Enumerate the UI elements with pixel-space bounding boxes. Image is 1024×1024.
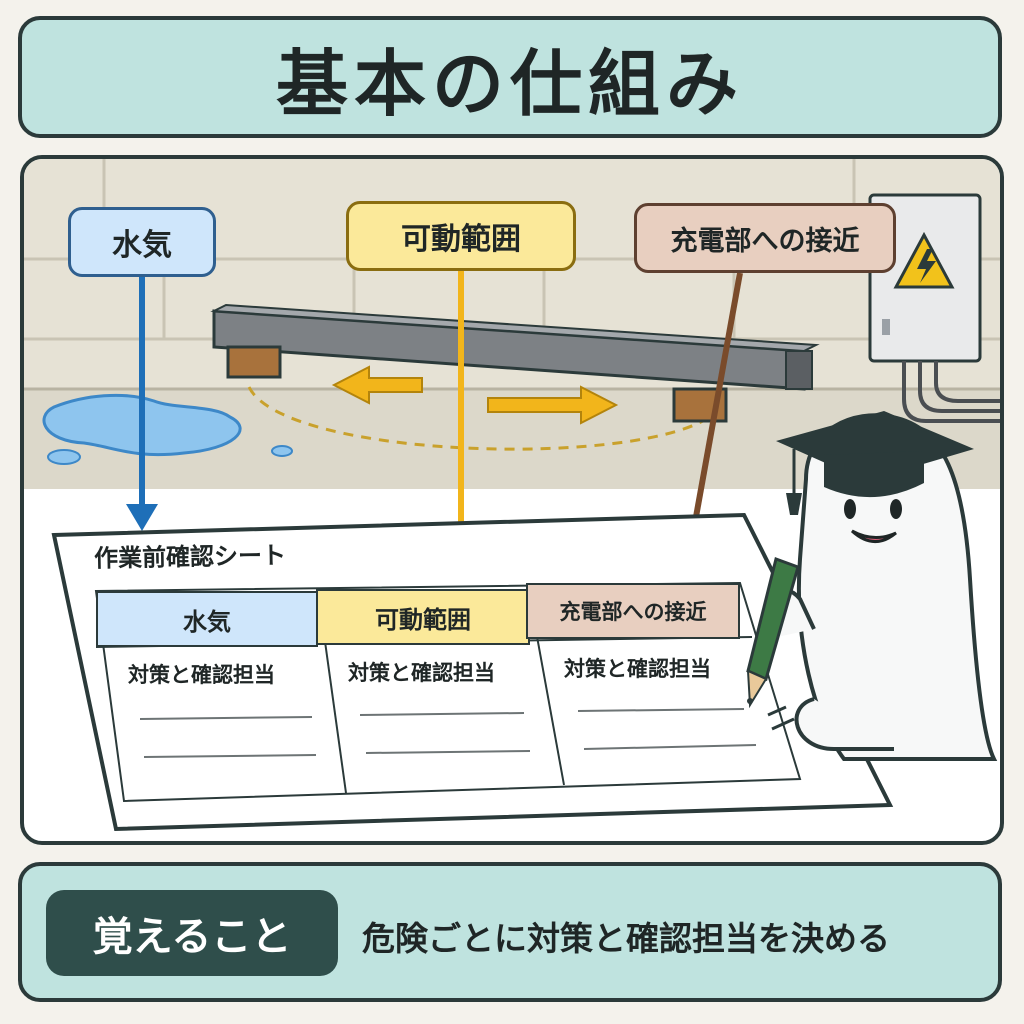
page-title: 基本の仕組み bbox=[275, 41, 744, 126]
checklist-lines bbox=[139, 708, 757, 758]
electric-cables bbox=[902, 361, 1000, 423]
arrow-water bbox=[126, 277, 158, 531]
callout-moving-range: 可動範囲 bbox=[346, 201, 576, 271]
title-bar: 基本の仕組み bbox=[18, 16, 1002, 138]
scene-panel: 水気 可動範囲 充電部への接近 作業前確認シート 水気 可動範囲 充電部への接近… bbox=[20, 155, 1004, 845]
wood-block-left bbox=[226, 345, 282, 379]
range-arrow-left bbox=[331, 365, 423, 405]
sheet-title: 作業前確認シート bbox=[93, 541, 287, 573]
sheet-column-header: 可動範囲 bbox=[316, 589, 530, 645]
moving-range-arc bbox=[247, 386, 715, 451]
pencil-icon bbox=[746, 557, 800, 709]
motion-lines bbox=[767, 705, 795, 731]
sheet-column-header: 充電部への接近 bbox=[526, 583, 740, 639]
range-arrow-right bbox=[487, 385, 619, 425]
sheet-column-body: 対策と確認担当 bbox=[128, 663, 275, 687]
sheet-column-header: 水気 bbox=[96, 591, 318, 647]
mortarboard-icon bbox=[776, 411, 974, 515]
callout-water: 水気 bbox=[68, 207, 216, 277]
sheet-column-body: 対策と確認担当 bbox=[348, 661, 495, 685]
sheet-column-body: 対策と確認担当 bbox=[564, 657, 711, 681]
footer-panel: 覚えること 危険ごとに対策と確認担当を決める bbox=[18, 862, 1002, 1002]
footer-text: 危険ごとに対策と確認担当を決める bbox=[362, 919, 890, 958]
callout-live-parts: 充電部への接近 bbox=[634, 203, 896, 273]
floor bbox=[24, 389, 1000, 489]
warning-electric-icon bbox=[893, 231, 955, 289]
footer-badge: 覚えること bbox=[46, 890, 338, 976]
